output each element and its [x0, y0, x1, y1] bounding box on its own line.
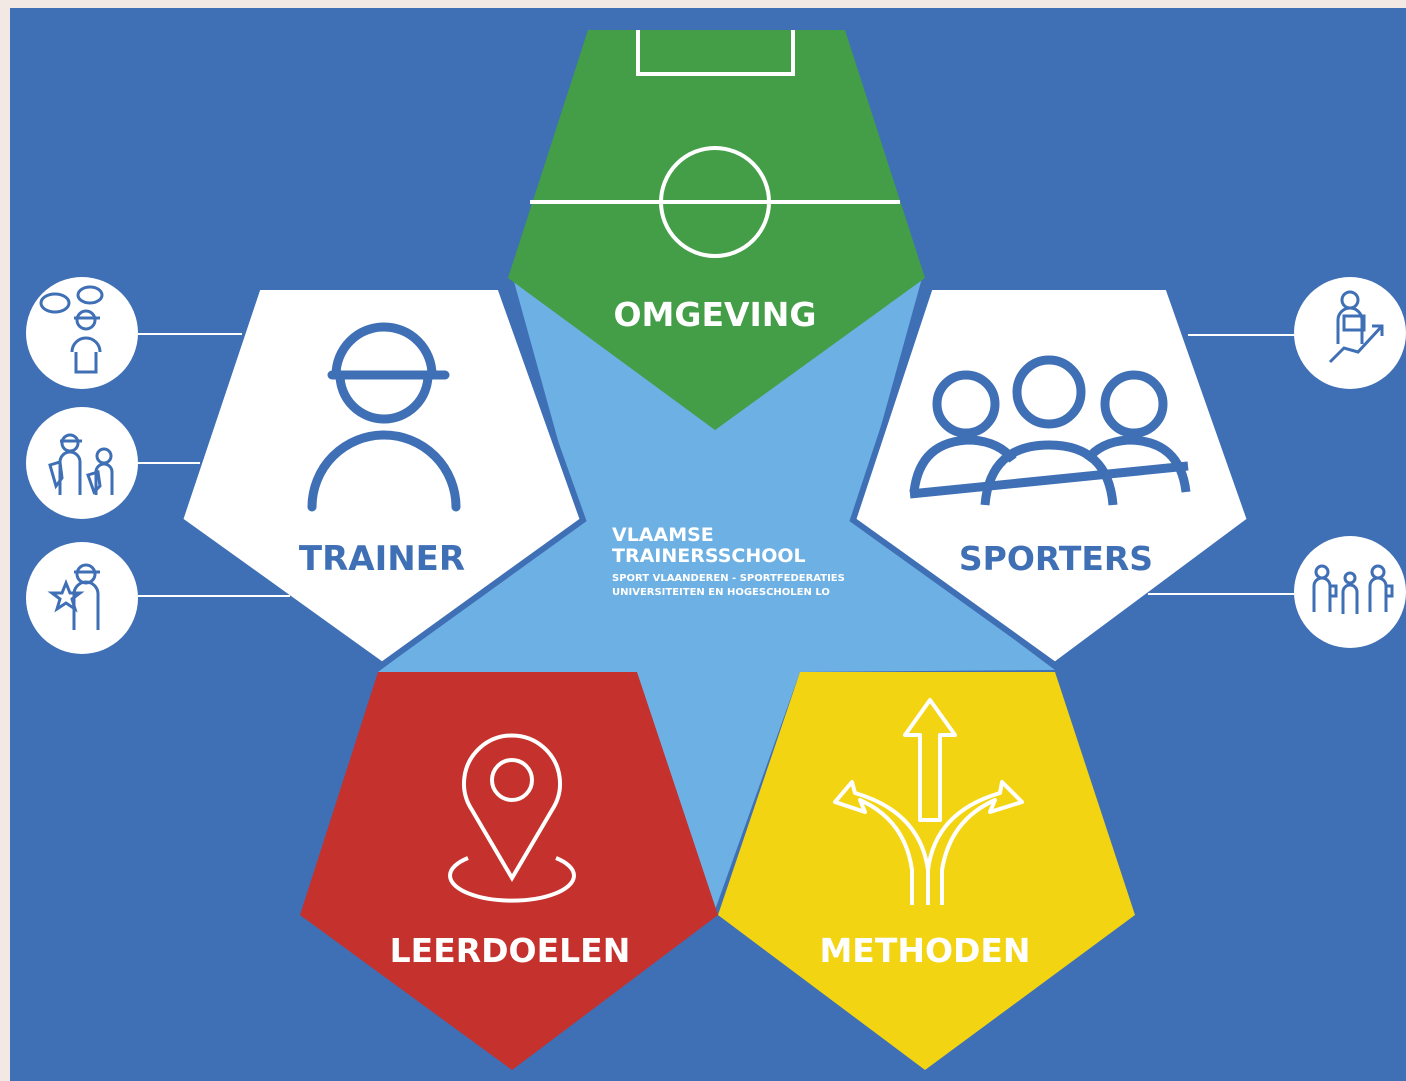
segment-omgeving: OMGEVING	[508, 30, 925, 430]
logo-line-1: VLAAMSE	[612, 524, 714, 546]
connector-lines	[138, 333, 1296, 597]
segment-label-sporters: SPORTERS	[959, 539, 1153, 578]
coach-with-feedback-bubbles-icon	[39, 285, 104, 374]
segment-label-omgeving: OMGEVING	[613, 295, 816, 334]
segment-sporters: SPORTERS	[849, 284, 1254, 669]
logo-line-4: UNIVERSITEITEN EN HOGESCHOLEN LO	[612, 587, 830, 598]
three-way-arrows-icon	[833, 698, 1024, 905]
satellite-sporters-1	[1294, 277, 1406, 389]
soccer-field-icon	[530, 30, 900, 258]
three-athletes-with-backpacks-icon	[1312, 564, 1394, 614]
map-pin-target-icon	[448, 733, 576, 903]
segment-label-methoden: METHODEN	[819, 931, 1030, 970]
satellite-trainer-3	[26, 542, 138, 654]
segment-methoden: METHODEN	[718, 672, 1135, 1070]
coach-protecting-child-icon	[48, 433, 114, 495]
segment-leerdoelen: LEERDOELEN	[300, 672, 718, 1070]
group-of-people-icon	[909, 355, 1191, 506]
logo-line-3: SPORT VLAANDEREN - SPORTFEDERATIES	[612, 573, 845, 584]
satellite-sporters-2	[1294, 536, 1406, 648]
segment-trainer: TRAINER	[176, 284, 587, 669]
athlete-climbing-progress-icon	[1328, 290, 1384, 364]
segment-label-trainer: TRAINER	[299, 539, 465, 579]
center-logo: VLAAMSE TRAINERSSCHOOL SPORT VLAANDEREN …	[612, 524, 845, 598]
segment-label-leerdoelen: LEERDOELEN	[390, 931, 631, 970]
center-star	[378, 278, 1055, 910]
coach-with-star-badge-icon	[47, 563, 100, 630]
coach-cap-icon	[307, 322, 461, 512]
logo-line-2: TRAINERSSCHOOL	[612, 545, 806, 567]
satellite-trainer-1	[26, 277, 138, 389]
satellite-trainer-2	[26, 407, 138, 519]
